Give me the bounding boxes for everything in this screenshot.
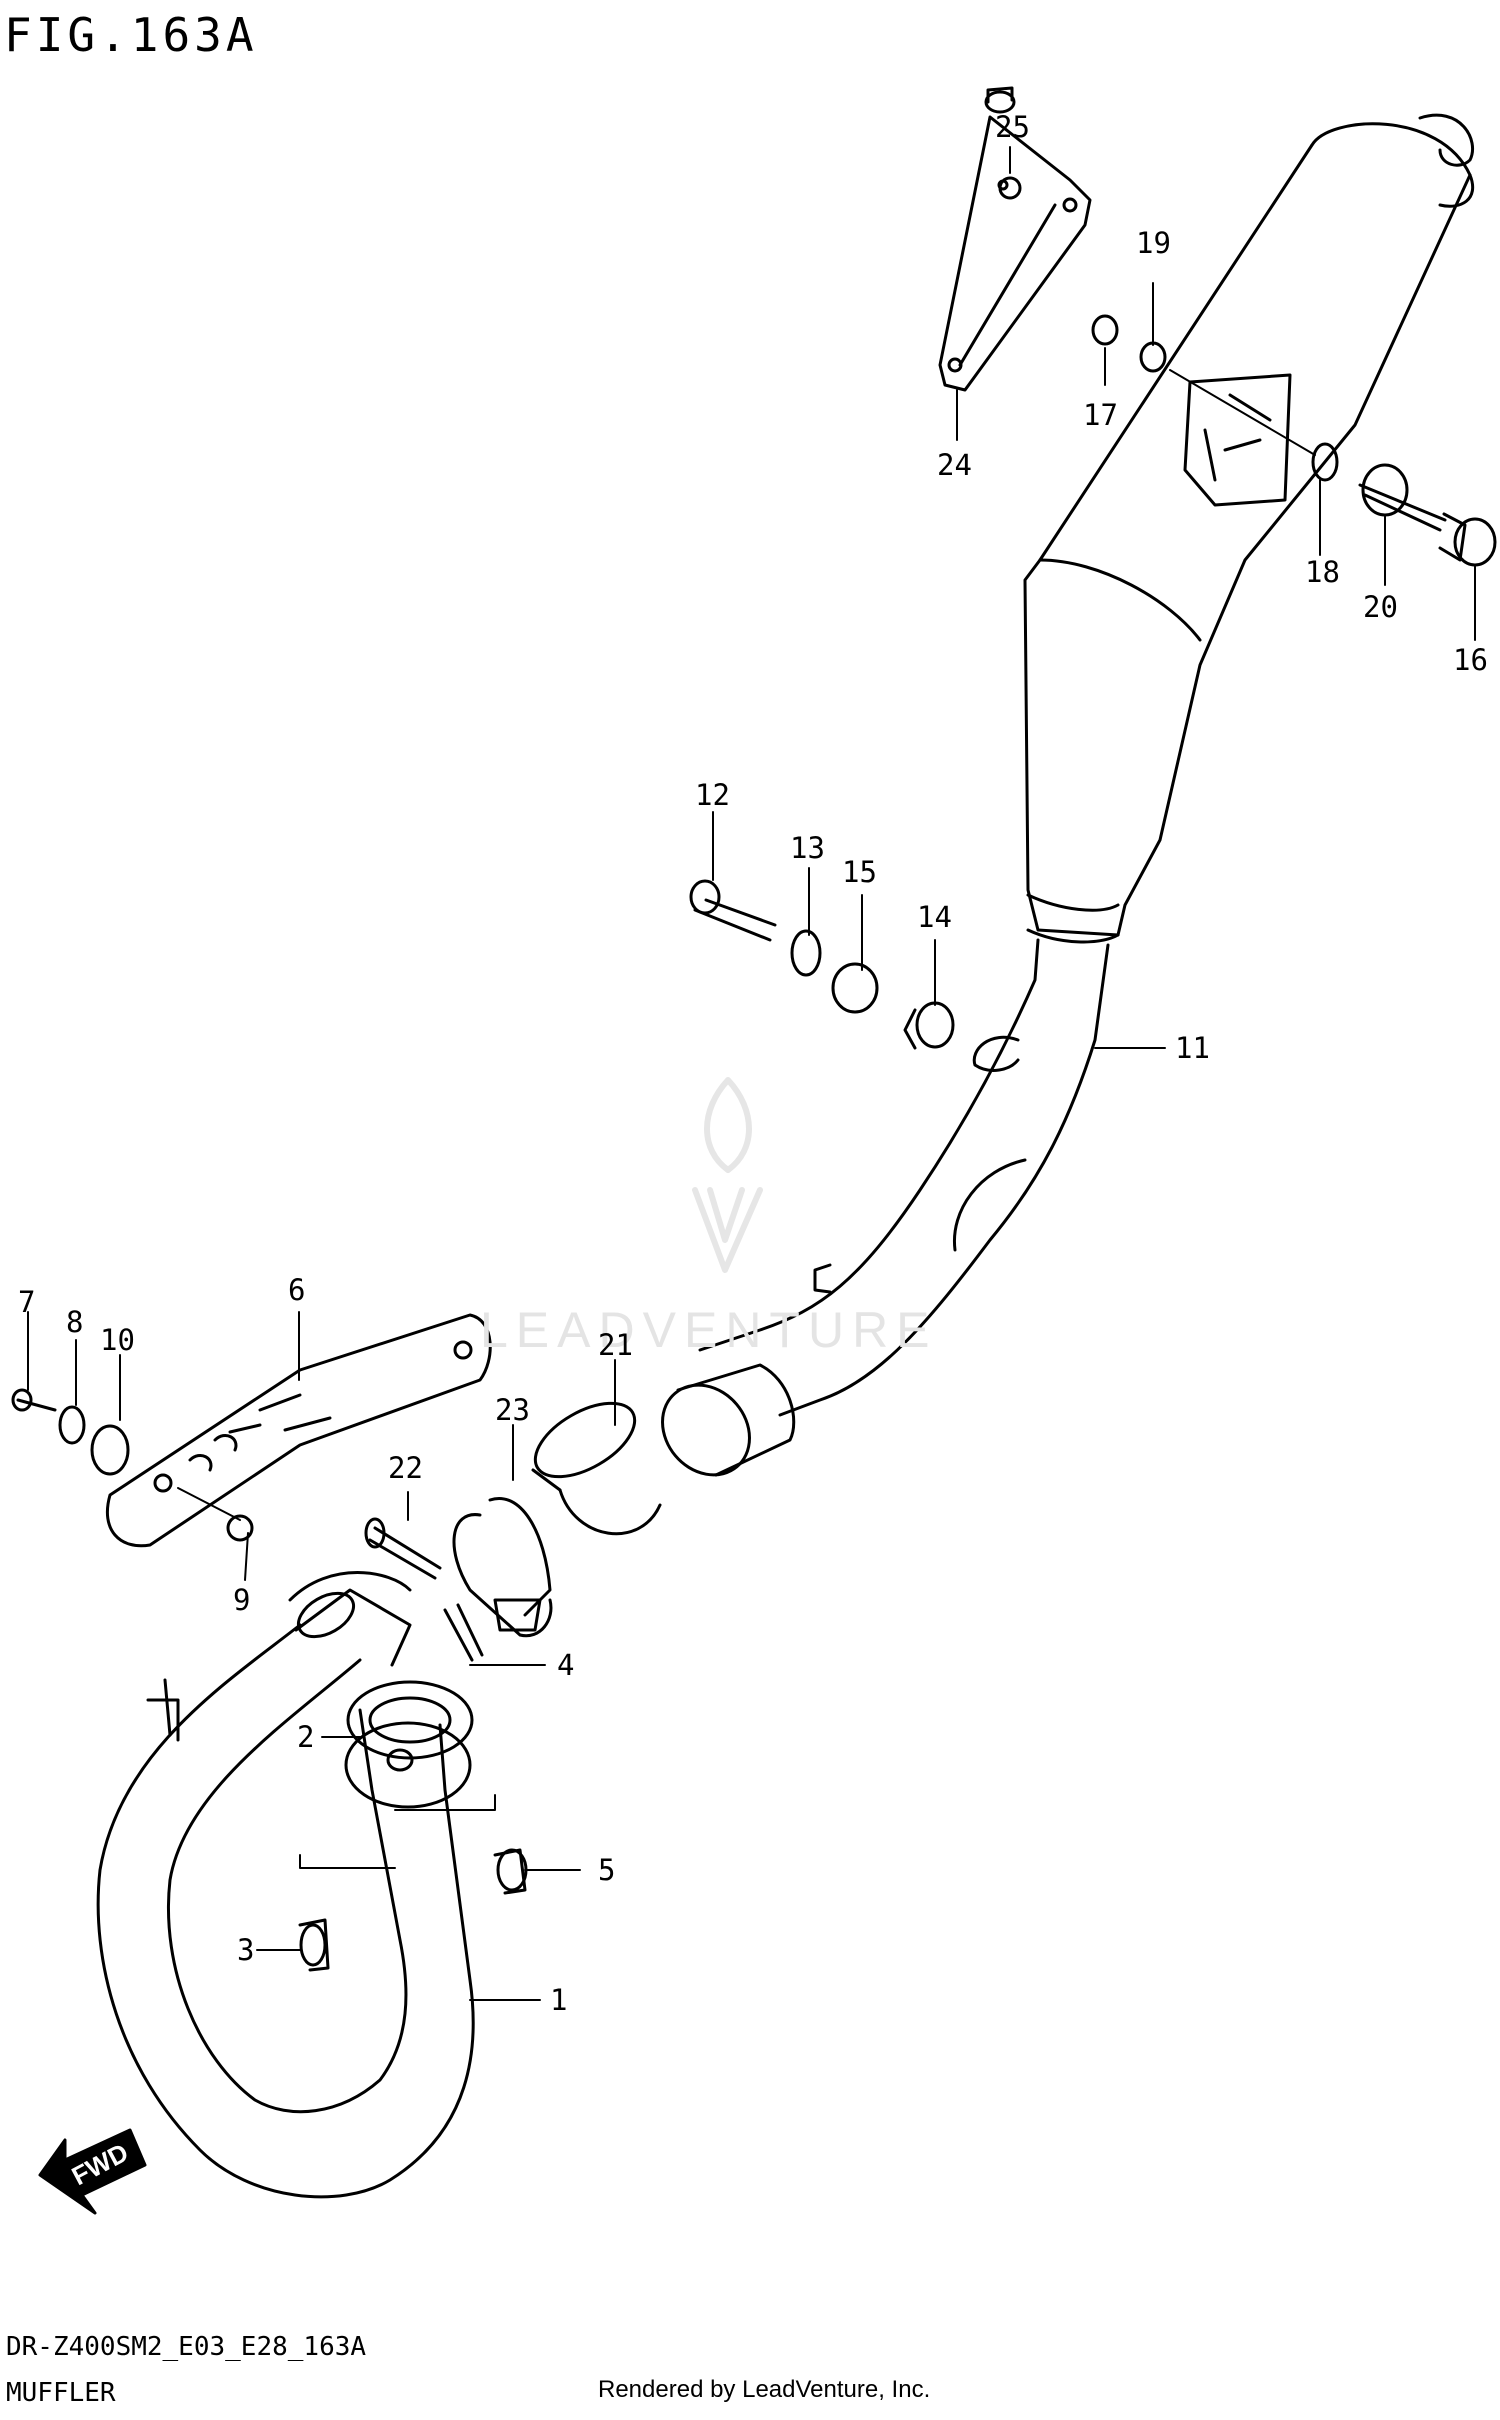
callout-13: 13	[790, 831, 825, 865]
muffler-assembly	[661, 113, 1475, 1477]
callout-7: 7	[18, 1285, 35, 1319]
callout-17: 17	[1083, 398, 1118, 432]
group-name: MUFFLER	[6, 2378, 116, 2408]
callout-22: 22	[388, 1451, 423, 1485]
callout-5: 5	[598, 1853, 615, 1887]
callout-10: 10	[100, 1323, 135, 1357]
hardware-parts	[11, 86, 1497, 1972]
callout-14: 14	[917, 900, 952, 934]
model-code: DR-Z400SM2_E03_E28_163A	[6, 2332, 367, 2362]
forward-direction-arrow	[38, 2128, 147, 2215]
callout-6: 6	[288, 1273, 305, 1307]
callout-16: 16	[1453, 643, 1488, 677]
callout-25: 25	[995, 110, 1030, 144]
callout-21: 21	[598, 1328, 633, 1362]
callout-15: 15	[842, 855, 877, 889]
exhaust-pipe	[96, 1571, 475, 2199]
leader-lines	[27, 146, 1476, 2001]
callout-2: 2	[297, 1720, 314, 1754]
callout-9: 9	[233, 1583, 250, 1617]
callout-20: 20	[1363, 590, 1398, 624]
callout-11: 11	[1175, 1031, 1210, 1065]
connector-and-clamp	[452, 1401, 662, 1638]
watermark-text: LEADVENTURE	[480, 1302, 938, 1358]
figure-title: FIG.163A	[4, 8, 258, 62]
watermark-logo	[692, 1077, 763, 1273]
callout-1: 1	[550, 1983, 567, 2017]
heat-shield-bracket	[105, 1313, 492, 1548]
callout-4: 4	[557, 1648, 574, 1682]
callout-3: 3	[237, 1933, 254, 1967]
callout-8: 8	[66, 1305, 83, 1339]
flange-gasket	[344, 1680, 474, 1809]
callout-23: 23	[495, 1393, 530, 1427]
callout-18: 18	[1305, 555, 1340, 589]
render-credit: Rendered by LeadVenture, Inc.	[598, 2376, 931, 2403]
callout-12: 12	[695, 778, 730, 812]
callout-19: 19	[1136, 226, 1171, 260]
callout-24: 24	[937, 448, 972, 482]
